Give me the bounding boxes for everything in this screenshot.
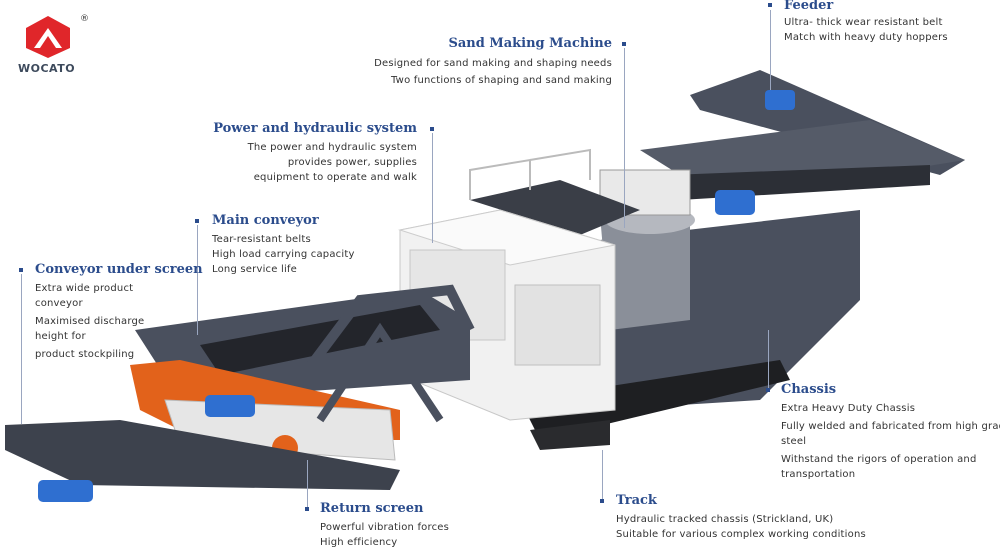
marker-feeder xyxy=(768,3,772,7)
marker-track xyxy=(600,499,604,503)
label-line: High efficiency xyxy=(320,537,398,548)
label-line: Maximised discharge xyxy=(35,316,145,327)
track xyxy=(520,360,790,440)
brand-name: WOCATO xyxy=(18,62,76,75)
label-title: Main conveyor xyxy=(212,213,319,228)
label-line: Powerful vibration forces xyxy=(320,522,450,533)
marker-sand-making xyxy=(622,42,626,46)
label-line: Extra wide product xyxy=(35,283,134,294)
label-line: steel xyxy=(781,436,807,447)
label-line: equipment to operate and walk xyxy=(253,172,417,183)
label-conveyor-under-screen: Conveyor under screen Extra wide product… xyxy=(35,262,203,362)
label-title: Return screen xyxy=(320,501,424,516)
label-feeder: Feeder Ultra- thick wear resistant belt … xyxy=(784,0,948,45)
leader-line-main-conveyor xyxy=(197,225,198,335)
leader-line-chassis xyxy=(768,330,769,388)
marker-return-screen xyxy=(305,507,309,511)
label-line: conveyor xyxy=(35,298,83,309)
label-line: Match with heavy duty hoppers xyxy=(784,32,948,43)
label-line: Ultra- thick wear resistant belt xyxy=(784,17,943,28)
label-title: Feeder xyxy=(784,0,834,13)
leader-line-sand-making xyxy=(624,48,625,228)
label-sand-making: Sand Making Machine Designed for sand ma… xyxy=(374,36,612,89)
label-main-conveyor: Main conveyor Tear-resistant belts High … xyxy=(212,213,355,277)
label-line: height for xyxy=(35,331,86,342)
label-line: Fully welded and fabricated from high gr… xyxy=(781,421,1000,432)
leader-line-conveyor-under-screen xyxy=(21,274,22,424)
label-line: Designed for sand making and shaping nee… xyxy=(374,58,612,69)
label-title: Sand Making Machine xyxy=(448,36,612,51)
screen-motor xyxy=(205,395,255,417)
label-line: provides power, supplies xyxy=(287,157,417,168)
wocato-logo: WOCATO xyxy=(18,14,78,75)
label-power-hydraulic: Power and hydraulic system The power and… xyxy=(213,121,417,185)
label-line: transportation xyxy=(781,469,856,480)
label-line: Long service life xyxy=(212,264,298,275)
leader-line-feeder xyxy=(770,10,771,90)
label-line: The power and hydraulic system xyxy=(247,142,417,153)
platform xyxy=(470,180,640,235)
label-line: Hydraulic tracked chassis (Strickland, U… xyxy=(616,514,834,525)
marker-conveyor-under-screen xyxy=(19,268,23,272)
label-title: Track xyxy=(616,493,657,508)
label-line: Suitable for various complex working con… xyxy=(616,529,866,540)
feeder-motor xyxy=(715,190,755,215)
label-line: Two functions of shaping and sand making xyxy=(391,75,612,86)
wocato-logo-mark xyxy=(26,16,70,58)
conveyor-under-screen xyxy=(5,420,400,490)
label-track: Track Hydraulic tracked chassis (Strickl… xyxy=(616,493,866,542)
label-return-screen: Return screen Powerful vibration forces … xyxy=(320,501,449,550)
label-title: Chassis xyxy=(781,382,837,397)
marker-main-conveyor xyxy=(195,219,199,223)
label-title: Conveyor under screen xyxy=(35,262,203,277)
label-line: product stockpiling xyxy=(35,349,135,360)
label-line: Withstand the rigors of operation and xyxy=(781,454,977,465)
leader-line-return-screen xyxy=(307,460,308,507)
label-line: High load carrying capacity xyxy=(212,249,355,260)
registered-mark: ® xyxy=(80,14,89,24)
label-line: Extra Heavy Duty Chassis xyxy=(781,403,916,414)
marker-power xyxy=(430,127,434,131)
leader-line-track xyxy=(602,450,603,499)
label-line: Tear-resistant belts xyxy=(212,234,311,245)
label-chassis: Chassis Extra Heavy Duty Chassis Fully w… xyxy=(781,382,1000,482)
label-title: Power and hydraulic system xyxy=(213,121,417,136)
marker-chassis xyxy=(766,388,770,392)
leader-line-power xyxy=(432,133,433,243)
